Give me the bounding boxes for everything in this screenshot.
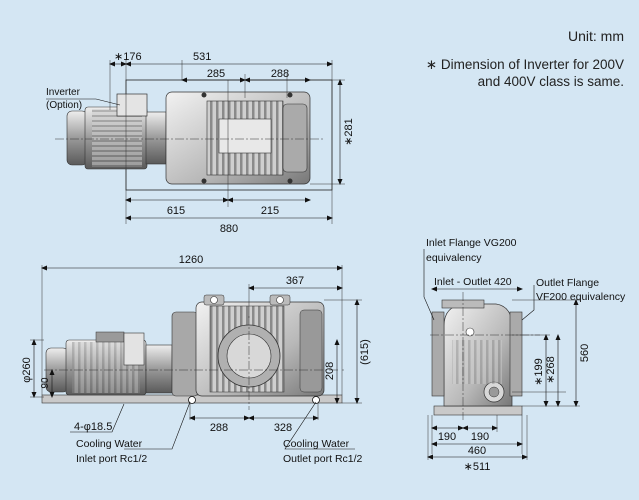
top-inverter-box xyxy=(116,93,148,117)
dim-281: ∗281 xyxy=(343,118,355,146)
dim-1260: 1260 xyxy=(179,254,203,266)
inverter-label: Inverter xyxy=(46,87,81,98)
outlet-flange-equivalency: VF200 equivalency xyxy=(536,291,626,303)
dim-615: 615 xyxy=(167,205,185,217)
cooling-water-inlet-label: Cooling Water xyxy=(76,438,143,450)
holes-label: 4-φ18.5 xyxy=(74,421,112,433)
dim-288: 288 xyxy=(271,68,289,80)
dim-190b: 190 xyxy=(471,431,489,443)
dim-288b: 288 xyxy=(210,422,228,434)
holes-leader xyxy=(70,403,125,433)
dim-531: 531 xyxy=(193,51,211,63)
inlet-flange-leader xyxy=(423,249,435,321)
inverter-leader xyxy=(46,98,121,106)
dim-176: ∗176 xyxy=(114,51,142,63)
side-pump-body xyxy=(431,299,523,407)
dim-328: 328 xyxy=(274,422,292,434)
front-view: 1260 367 (615) 208 φ260 90 4-φ18.5 288 3… xyxy=(21,254,371,465)
unit-label: Unit: mm xyxy=(568,28,624,44)
cooling-water-outlet-port: Outlet port Rc1/2 xyxy=(283,453,363,465)
dim-880: 880 xyxy=(220,223,238,235)
top-view: ∗176 531 285 288 ∗281 615 215 880 Invert… xyxy=(46,51,355,235)
dim-367: 367 xyxy=(286,275,304,287)
inlet-outlet-dim: Inlet - Outlet 420 xyxy=(434,276,512,288)
dim-285: 285 xyxy=(207,68,225,80)
cooling-outlet-leader xyxy=(284,401,355,450)
note-line-2: and 400V class is same. xyxy=(477,74,624,89)
side-view: Inlet Flange VG200 equivalency Inlet - O… xyxy=(423,237,626,473)
dim-268: ∗268 xyxy=(545,356,557,384)
inverter-dimension-note: ∗ Dimension of Inverter for 200V and 400… xyxy=(334,56,624,90)
top-pump-body xyxy=(165,91,311,185)
dim-615p: (615) xyxy=(359,339,371,365)
cooling-water-outlet-label: Cooling Water xyxy=(283,438,350,450)
inlet-flange-equivalency: equivalency xyxy=(426,252,482,264)
dim-90: 90 xyxy=(40,377,51,389)
dim-215: 215 xyxy=(261,205,279,217)
cooling-inlet-leader xyxy=(124,401,191,450)
front-motor xyxy=(45,331,173,396)
dim-199: ∗199 xyxy=(533,358,545,386)
front-pump-body xyxy=(171,294,325,404)
inverter-option-label: (Option) xyxy=(46,100,82,111)
outlet-flange-label: Outlet Flange xyxy=(536,277,599,289)
dim-460: 460 xyxy=(468,445,486,457)
dim-511: ∗511 xyxy=(464,461,491,473)
inlet-flange-label: Inlet Flange VG200 xyxy=(426,237,517,249)
dim-208: 208 xyxy=(324,362,336,380)
top-motor xyxy=(66,106,167,170)
dim-560: 560 xyxy=(579,344,591,362)
note-line-1: ∗ Dimension of Inverter for 200V xyxy=(425,57,624,72)
dim-phi260: φ260 xyxy=(21,357,33,383)
dim-190a: 190 xyxy=(438,431,456,443)
outlet-flange-leader xyxy=(521,285,535,321)
cooling-water-inlet-port: Inlet port Rc1/2 xyxy=(76,453,147,465)
side-baseplate xyxy=(433,405,523,416)
